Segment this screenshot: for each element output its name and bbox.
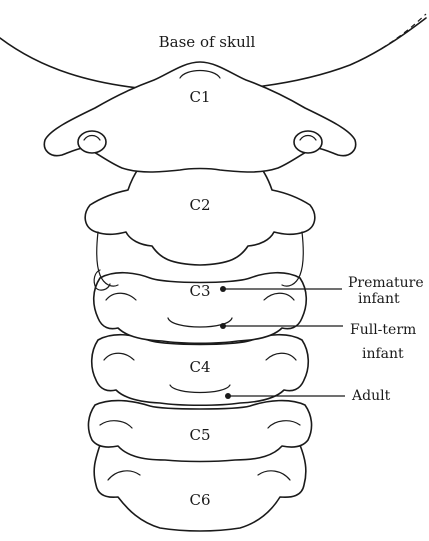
skull-base-dashed-curve [349, 13, 427, 66]
svg-text:C6: C6 [189, 491, 210, 509]
skull-label: Base of skull [159, 33, 256, 51]
premature-label-2: infant [358, 291, 400, 307]
svg-text:C2: C2 [189, 196, 210, 214]
callout-fullterm: Full-term infant [220, 322, 416, 362]
svg-text:C4: C4 [189, 358, 210, 376]
fullterm-label-1: Full-term [350, 322, 416, 338]
vertebra-c5: C5 [87, 399, 313, 463]
fullterm-label-2: infant [362, 346, 404, 362]
svg-text:C1: C1 [189, 88, 210, 106]
vertebra-c3: C3 [92, 271, 308, 345]
premature-label-1: Premature [348, 275, 424, 291]
vertebra-c6: C6 [93, 439, 307, 532]
adult-label: Adult [351, 388, 391, 404]
vertebra-c1: C1 [43, 61, 357, 173]
svg-text:C3: C3 [189, 282, 210, 300]
callout-premature: Premature infant [220, 275, 424, 307]
svg-text:C5: C5 [189, 426, 210, 444]
vertebra-c4: C4 [90, 333, 310, 407]
callout-adult: Adult [225, 388, 391, 404]
